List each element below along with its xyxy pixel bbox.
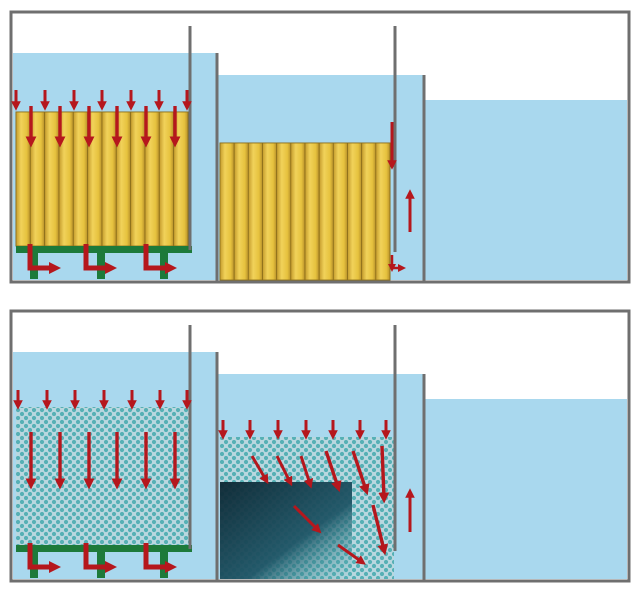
tube-media-block-2: [219, 142, 391, 281]
flow-arrows: [11, 90, 415, 275]
flow-arrow: [275, 455, 293, 487]
flow-arrow: [324, 450, 342, 493]
tube-media-block-1: [15, 111, 189, 247]
flow-arrow: [337, 543, 366, 565]
tank-3-water: [424, 100, 627, 280]
flow-arrow: [292, 504, 322, 534]
outlet-arrow: [83, 543, 118, 574]
tube-stripes: [219, 142, 391, 281]
bottom-panel: [9, 309, 631, 583]
tube: [247, 142, 263, 281]
tube: [262, 142, 278, 281]
outlet-arrow: [143, 543, 178, 574]
tube: [318, 142, 334, 281]
tube: [72, 111, 89, 247]
tube: [304, 142, 320, 281]
tube: [101, 111, 117, 247]
tank-walls: [188, 26, 426, 282]
granular-bed-2: [220, 437, 394, 579]
tube: [347, 142, 363, 281]
tube: [15, 111, 31, 247]
tube: [219, 142, 235, 281]
tube: [361, 142, 377, 281]
clogged-zone: [220, 482, 352, 579]
top-panel: [9, 10, 631, 284]
outlet-arrow: [27, 244, 62, 275]
outlet-arrow: [27, 543, 62, 574]
tube: [233, 142, 249, 281]
tank-3-water: [424, 399, 627, 579]
tube-stripes: [15, 111, 189, 247]
flow-arrow: [299, 455, 314, 489]
flow-arrow: [250, 455, 269, 485]
flow-arrows: [13, 390, 415, 574]
flow-arrow: [351, 450, 370, 496]
granular-bed-1: [16, 407, 190, 545]
flow-arrow: [371, 504, 388, 556]
tube: [332, 142, 348, 281]
tube: [44, 111, 60, 247]
tube: [158, 111, 175, 247]
tube: [276, 142, 292, 281]
tube: [290, 142, 306, 281]
flow-arrow: [378, 445, 390, 504]
tube: [375, 142, 391, 281]
outlet-arrow: [143, 244, 178, 275]
tube: [130, 111, 146, 247]
tank-walls: [188, 325, 426, 581]
outlet-arrow: [83, 244, 118, 275]
